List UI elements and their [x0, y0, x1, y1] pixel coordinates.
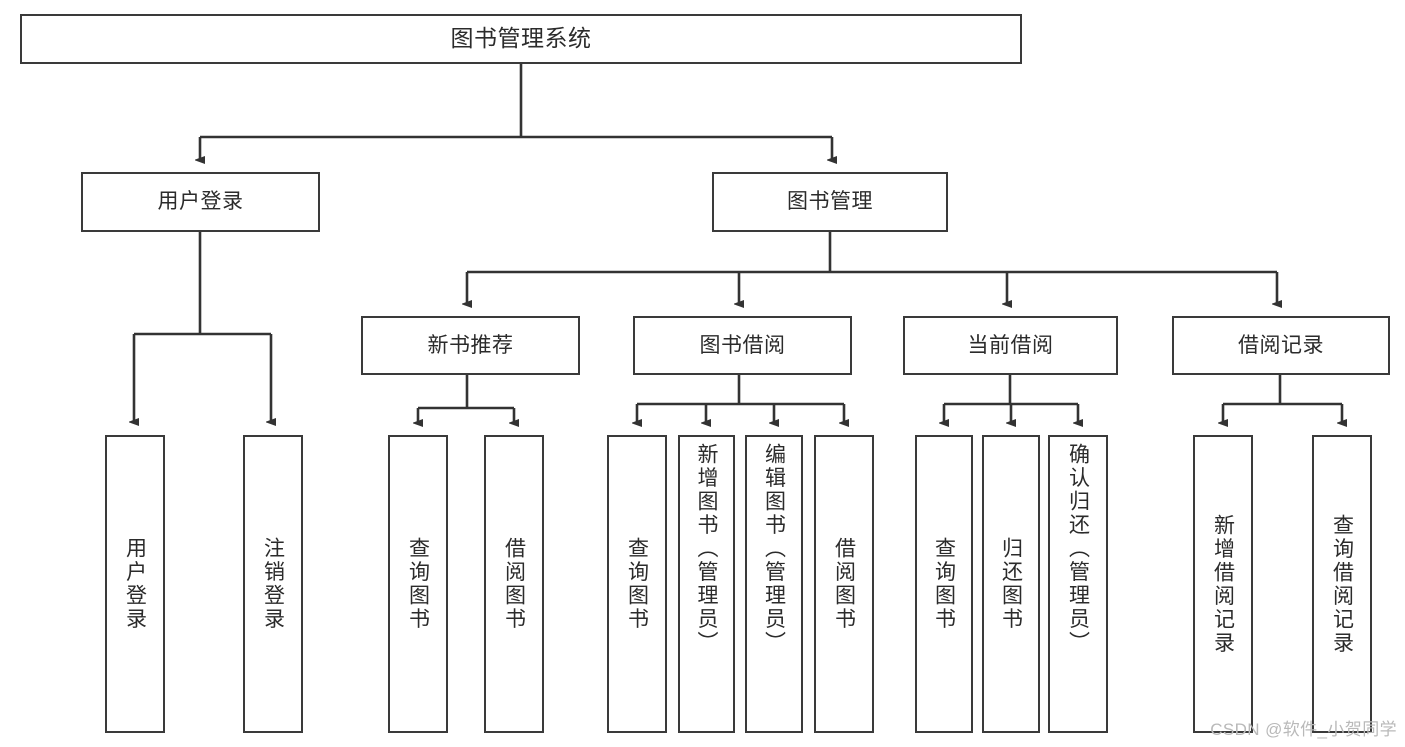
node-label: 借阅图书 [502, 537, 526, 631]
leaf-borrow-add-book-admin[interactable]: 新增图书（管理员） [678, 435, 735, 733]
node-label: 归还图书 [999, 537, 1023, 631]
node-label: 图书管理系统 [450, 25, 592, 52]
node-label: 新增图书（管理员） [695, 443, 718, 655]
node-book-management[interactable]: 图书管理 [712, 172, 948, 232]
node-label: 查询图书 [406, 537, 430, 631]
node-book-borrow[interactable]: 图书借阅 [633, 316, 852, 375]
leaf-borrow-edit-book-admin[interactable]: 编辑图书（管理员） [745, 435, 803, 733]
leaf-record-add-borrow-record[interactable]: 新增借阅记录 [1193, 435, 1253, 733]
node-label: 图书借阅 [699, 333, 786, 357]
leaf-new-book-query[interactable]: 查询图书 [388, 435, 448, 733]
leaf-current-return-book[interactable]: 归还图书 [982, 435, 1040, 733]
node-label: 借阅记录 [1238, 333, 1324, 357]
node-label: 当前借阅 [967, 333, 1054, 357]
node-new-book-recommend[interactable]: 新书推荐 [361, 316, 580, 375]
leaf-borrow-borrow-book[interactable]: 借阅图书 [814, 435, 874, 733]
node-user-login[interactable]: 用户登录 [81, 172, 320, 232]
leaf-record-query-borrow-record[interactable]: 查询借阅记录 [1312, 435, 1372, 733]
leaf-current-query-book[interactable]: 查询图书 [915, 435, 973, 733]
node-label: 查询图书 [625, 537, 649, 631]
node-label: 新增借阅记录 [1211, 513, 1235, 655]
node-label: 新书推荐 [427, 333, 514, 357]
leaf-new-book-borrow[interactable]: 借阅图书 [484, 435, 544, 733]
leaf-borrow-query-book[interactable]: 查询图书 [607, 435, 667, 733]
leaf-user-login-signin[interactable]: 用户登录 [105, 435, 165, 733]
node-label: 借阅图书 [832, 537, 856, 631]
node-label: 用户登录 [157, 190, 244, 214]
node-label: 查询图书 [932, 537, 956, 631]
node-label: 用户登录 [123, 537, 147, 631]
watermark: CSDN @软件_小贺同学 [1210, 720, 1397, 739]
node-label: 编辑图书（管理员） [762, 443, 786, 655]
node-label: 查询借阅记录 [1330, 513, 1354, 655]
node-label: 确认归还（管理员） [1066, 443, 1090, 655]
leaf-current-confirm-return-admin[interactable]: 确认归还（管理员） [1048, 435, 1108, 733]
leaf-user-login-signout[interactable]: 注销登录 [243, 435, 303, 733]
node-current-borrow[interactable]: 当前借阅 [903, 316, 1118, 375]
node-borrow-record[interactable]: 借阅记录 [1172, 316, 1390, 375]
node-label: 注销登录 [261, 537, 285, 631]
node-label: 图书管理 [787, 190, 873, 214]
node-book-management-system[interactable]: 图书管理系统 [20, 14, 1022, 64]
